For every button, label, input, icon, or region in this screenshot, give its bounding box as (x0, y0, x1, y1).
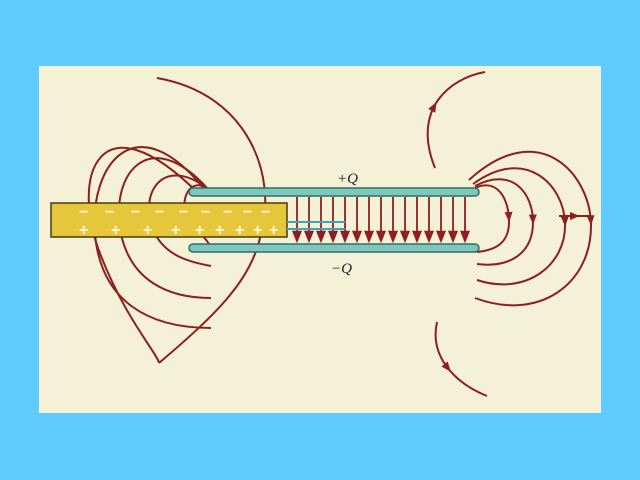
bottom-plate-charge-label: −Q (331, 261, 352, 277)
positive-charge-sign: + (143, 222, 152, 239)
negative-charge-sign: − (179, 204, 188, 221)
field-arrowhead-icon (528, 214, 537, 225)
top-plate-charge-label: +Q (337, 171, 358, 187)
field-arrowhead-icon (570, 212, 580, 220)
field-arrowhead-icon (560, 216, 569, 227)
field-arrowhead-icon (504, 211, 513, 223)
field-arrowhead-icon (586, 215, 595, 226)
induced-charge-signs: −−−−−−−−−+++++++++ (79, 204, 278, 239)
dielectric-slab (50, 202, 288, 238)
negative-charge-sign: − (243, 204, 252, 221)
positive-charge-sign: + (253, 222, 262, 239)
field-loop-right-5 (426, 71, 486, 169)
positive-charge-sign: + (235, 222, 244, 239)
negative-charge-sign: − (131, 204, 140, 221)
bottom-plate (188, 243, 480, 253)
internal-field-lines (291, 197, 471, 244)
positive-charge-sign: + (111, 222, 120, 239)
capacitor-field-diagram: −−−−−−−−−+++++++++ +Q −Q (39, 66, 601, 413)
diagram-panel: −−−−−−−−−+++++++++ +Q −Q (39, 66, 601, 413)
field-loop-right-1 (474, 184, 511, 253)
positive-charge-sign: + (79, 222, 88, 239)
top-plate (188, 187, 480, 197)
negative-charge-sign: − (223, 204, 232, 221)
positive-charge-sign: + (195, 222, 204, 239)
negative-charge-sign: − (105, 204, 114, 221)
right-fringe-field-lines (426, 71, 595, 397)
positive-charge-sign: + (171, 222, 180, 239)
negative-charge-sign: − (79, 204, 88, 221)
negative-charge-sign: − (261, 204, 270, 221)
induced-field-lines (287, 221, 345, 230)
negative-charge-sign: − (155, 204, 164, 221)
positive-charge-sign: + (215, 222, 224, 239)
positive-charge-sign: + (269, 222, 278, 239)
field-loop-right-4 (468, 150, 593, 307)
negative-charge-sign: − (201, 204, 210, 221)
field-arrowhead-icon (441, 361, 451, 372)
field-arrowhead-icon (428, 102, 437, 113)
